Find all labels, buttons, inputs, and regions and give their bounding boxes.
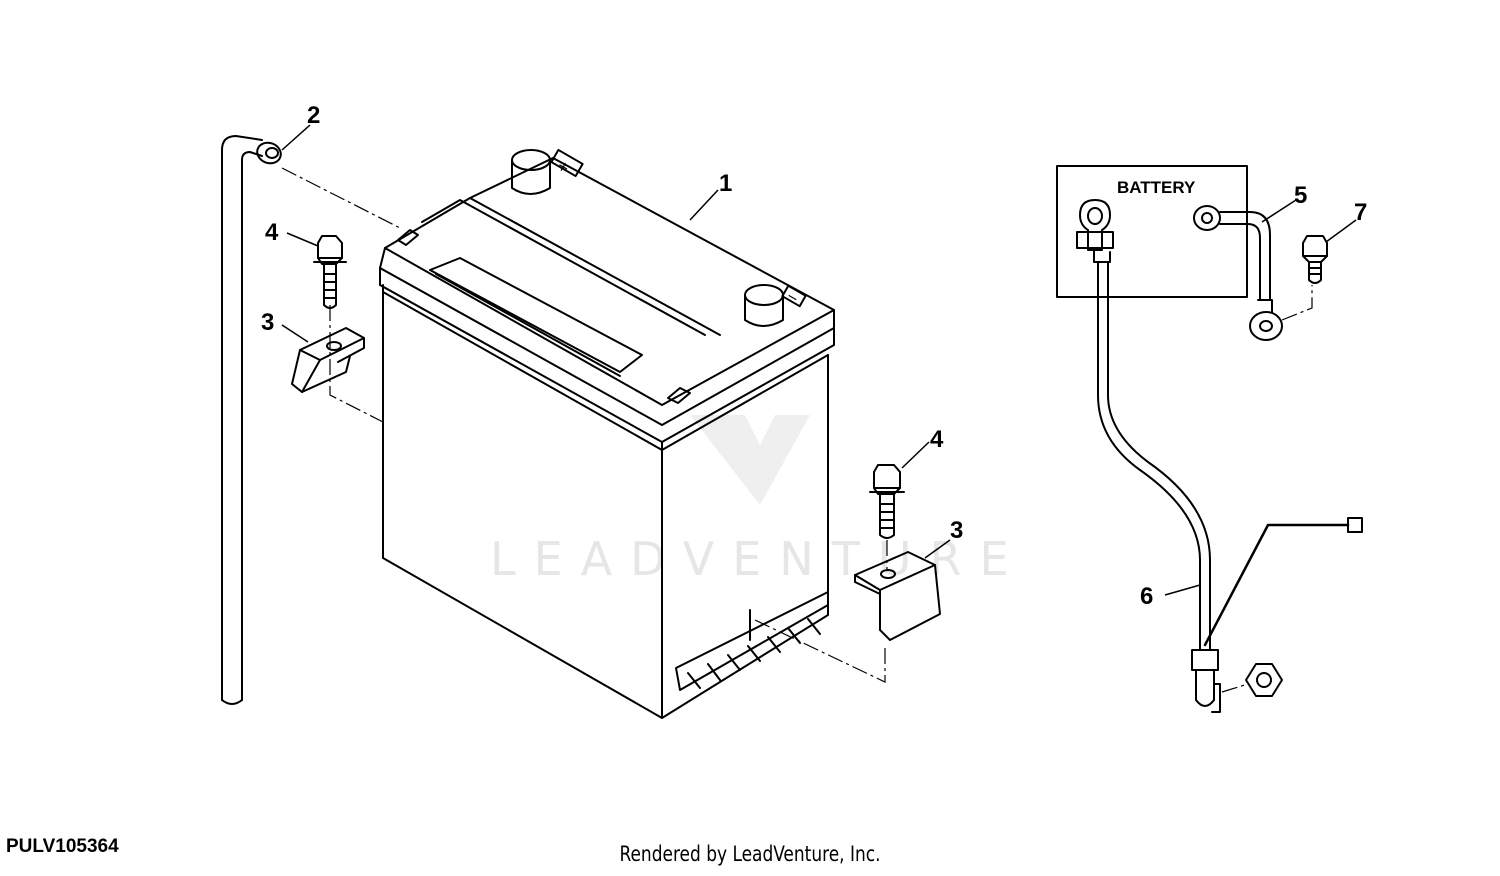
callout-4-left: 4: [265, 219, 279, 246]
callouts: 2 1 4 3 4 3 5 7 6: [261, 102, 1367, 610]
callout-1: 1: [719, 170, 732, 197]
watermark-logo-icon: [690, 415, 810, 505]
bolt-right: [869, 464, 905, 539]
callout-7: 7: [1354, 199, 1367, 226]
cap-screw: [1302, 235, 1328, 284]
battery: [379, 148, 835, 719]
callout-5: 5: [1294, 182, 1307, 209]
callout-4-right: 4: [930, 426, 944, 453]
callout-6: 6: [1140, 583, 1153, 610]
positive-cable: [1097, 261, 1363, 713]
watermark: LEADVENTURE: [490, 415, 1027, 586]
bracket-left: [291, 327, 365, 393]
callout-3-left: 3: [261, 309, 274, 336]
render-credit: Rendered by LeadVenture, Inc.: [619, 842, 881, 866]
battery-terminal-panel: [1056, 165, 1248, 298]
figure-id: PULV105364: [6, 836, 119, 857]
vent-tube: [221, 135, 282, 705]
watermark-text: LEADVENTURE: [490, 532, 1027, 586]
callout-3-right: 3: [950, 517, 963, 544]
negative-cable: [1219, 211, 1283, 341]
callout-2: 2: [307, 102, 320, 129]
leader-lines: [281, 124, 1357, 596]
bracket-right: [854, 551, 941, 641]
assembly-lines: [281, 167, 1313, 693]
bolt-left: [313, 235, 347, 309]
battery-panel-label: BATTERY: [1117, 178, 1196, 197]
